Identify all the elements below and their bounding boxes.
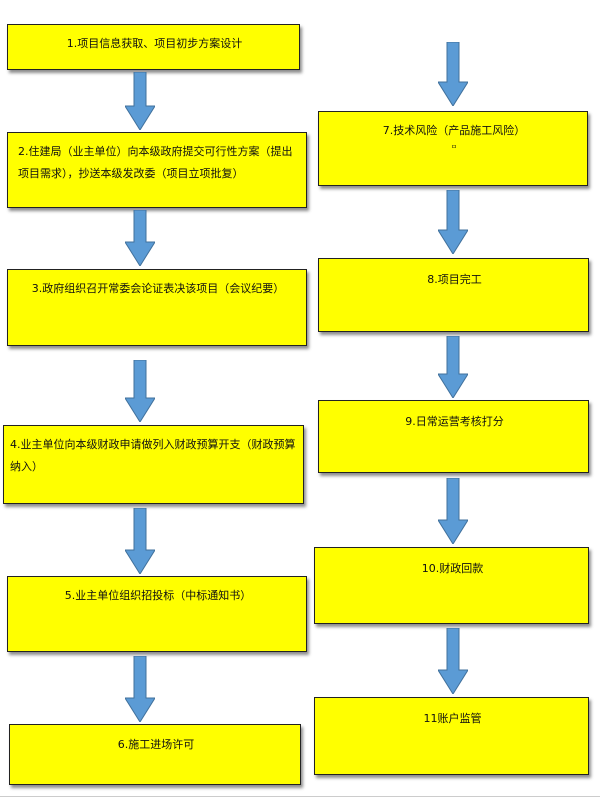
step-5-box: 5.业主单位组织招投标（中标通知书） (7, 576, 307, 652)
step-1-text: 1.项目信息获取、项目初步方案设计 (66, 37, 243, 50)
step-7-mark: ㅁ (451, 144, 457, 151)
step-2-box: 2.住建局（业主单位）向本级政府提交可行性方案（提出项目需求），抄送本级发改委（… (7, 132, 307, 208)
arrow-down-icon (438, 42, 468, 106)
step-2-text: 2.住建局（业主单位）向本级政府提交可行性方案（提出项目需求），抄送本级发改委（… (18, 145, 293, 180)
arrow-down-icon (125, 72, 155, 130)
step-6-box: 6.施工进场许可 (9, 724, 301, 785)
step-1-box: 1.项目信息获取、项目初步方案设计 (7, 24, 300, 70)
arrow-down-icon (125, 656, 155, 722)
step-10-text: 10.财政回款 (421, 562, 484, 575)
step-9-box: 9.日常运营考核打分 (318, 400, 589, 473)
step-6-text: 6.施工进场许可 (117, 738, 195, 751)
step-3-box: 3.政府组织召开常委会论证表决该项目（会议纪要） (7, 269, 307, 346)
arrow-down-icon (438, 336, 468, 398)
step-8-box: 8.项目完工 (318, 258, 589, 332)
step-9-text: 9.日常运营考核打分 (405, 415, 504, 428)
step-7-box: 7.技术风险（产品施工风险） ㅁ (318, 111, 588, 186)
step-7-text: 7.技术风险（产品施工风险） (382, 124, 526, 137)
page-bottom-divider (0, 796, 600, 797)
step-5-text: 5.业主单位组织招投标（中标通知书） (64, 589, 252, 602)
step-4-text: 4.业主单位向本级财政申请做列入财政预算开支（财政预算纳入） (10, 438, 296, 473)
step-11-text: 11账户监管 (423, 712, 482, 725)
step-3-text: 3.政府组织召开常委会论证表决该项目（会议纪要） (31, 282, 285, 295)
step-11-box: 11账户监管 (314, 697, 589, 775)
arrow-down-icon (125, 210, 155, 266)
arrow-down-icon (125, 360, 155, 422)
arrow-down-icon (438, 190, 468, 254)
arrow-down-icon (438, 628, 468, 694)
step-4-box: 4.业主单位向本级财政申请做列入财政预算开支（财政预算纳入） (3, 425, 304, 504)
step-10-box: 10.财政回款 (314, 547, 589, 624)
arrow-down-icon (438, 478, 468, 544)
arrow-down-icon (125, 508, 155, 574)
step-8-text: 8.项目完工 (427, 273, 482, 286)
